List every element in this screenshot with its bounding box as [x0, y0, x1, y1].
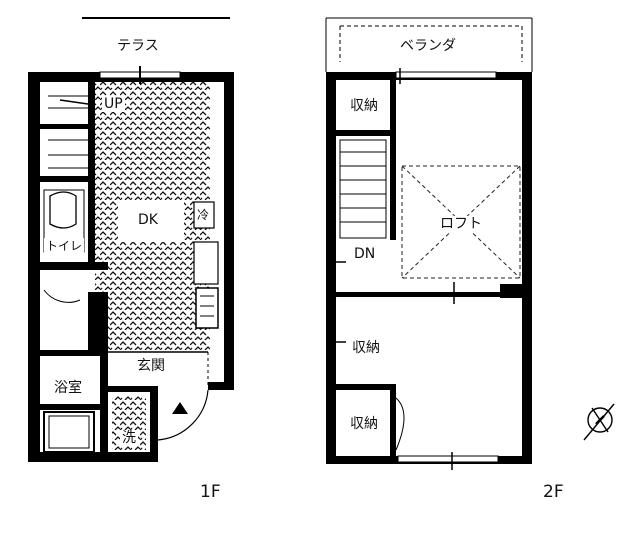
- storage-mid-label: 収納: [350, 340, 382, 356]
- stair-icon: [48, 95, 96, 169]
- storage-bottom-label: 収納: [348, 416, 380, 432]
- toilet-label: トイレ: [44, 238, 85, 254]
- up-label: UP: [102, 96, 125, 112]
- dk-label: DK: [138, 212, 158, 228]
- bath-label: 浴室: [52, 380, 84, 396]
- storage-top-label: 収納: [348, 98, 380, 114]
- loft-label: ロフト: [438, 216, 484, 232]
- floor-1f: [28, 17, 234, 462]
- terrace-label: テラス: [115, 38, 161, 54]
- floor-2f: [325, 17, 533, 470]
- dn-label: DN: [352, 246, 378, 262]
- door-swing-icon: [43, 289, 81, 303]
- veranda-label: ベランダ: [398, 38, 458, 54]
- entrance-label: 玄関: [137, 358, 165, 374]
- wash-label: 洗: [120, 430, 138, 446]
- fridge-label: 冷: [197, 208, 210, 222]
- floor-label-1f: 1F: [200, 482, 221, 502]
- floor-label-2f: 2F: [543, 482, 564, 502]
- compass-icon: [583, 403, 615, 441]
